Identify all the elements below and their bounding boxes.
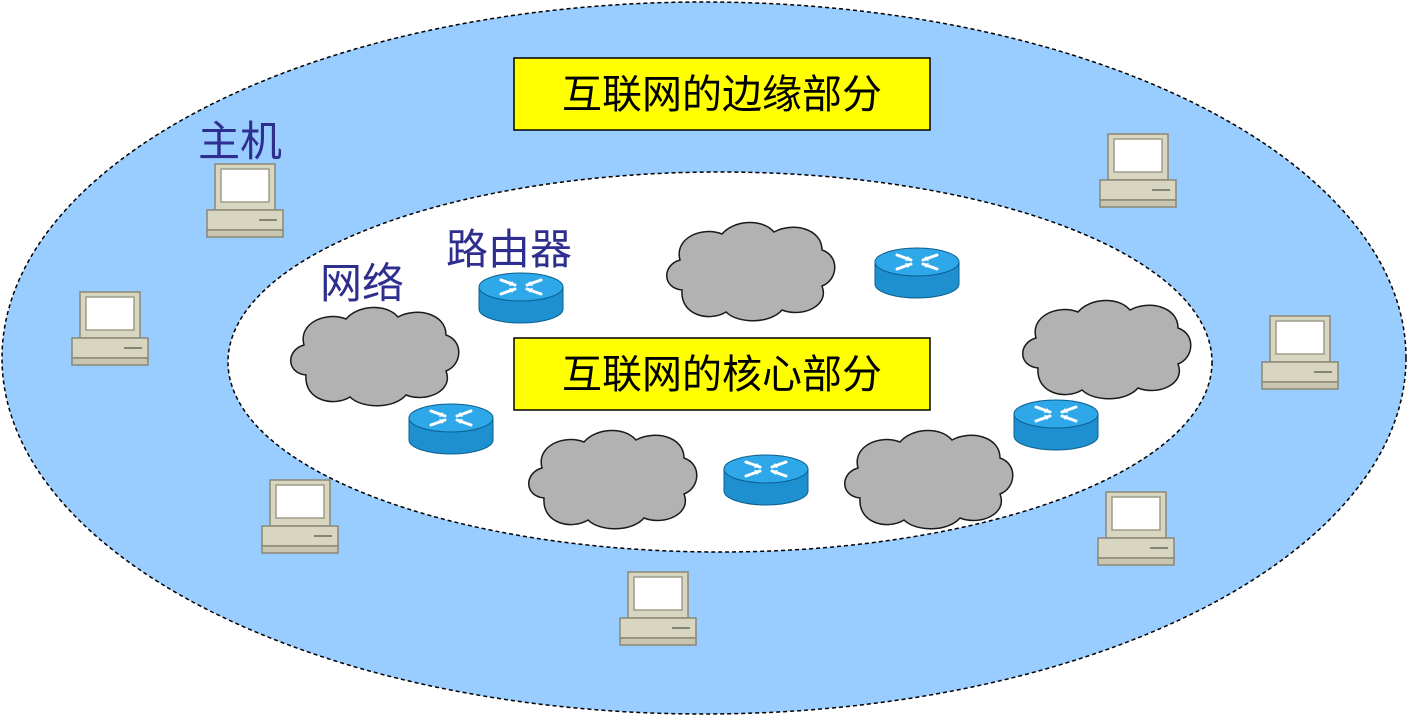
edge-title: 互联网的边缘部分 xyxy=(562,72,882,118)
router-icon-2 xyxy=(873,246,961,300)
host-computer-icon-3 xyxy=(261,479,339,554)
network-cloud-4 xyxy=(527,429,698,530)
network-cloud-1 xyxy=(289,306,460,407)
network-cloud-5 xyxy=(843,429,1014,530)
core-title-box: 互联网的核心部分 xyxy=(513,337,931,411)
network-cloud-3 xyxy=(1021,299,1192,400)
edge-title-box: 互联网的边缘部分 xyxy=(513,57,931,131)
host-computer-icon-4 xyxy=(619,571,697,646)
host-computer-icon-5 xyxy=(1097,491,1175,566)
host-label: 主机 xyxy=(198,117,282,166)
router-icon-4 xyxy=(1012,398,1100,452)
router-icon-5 xyxy=(722,453,810,507)
host-computer-icon-6 xyxy=(1099,133,1177,208)
host-computer-icon-2 xyxy=(71,291,149,366)
host-computer-icon-7 xyxy=(1261,315,1339,390)
router-icon-1 xyxy=(477,271,565,325)
core-title: 互联网的核心部分 xyxy=(562,352,882,398)
network-cloud-2 xyxy=(665,221,836,322)
host-computer-icon-1 xyxy=(206,163,284,238)
router-icon-3 xyxy=(407,402,495,456)
network-label: 网络 xyxy=(320,259,404,308)
router-label: 路由器 xyxy=(446,225,572,274)
